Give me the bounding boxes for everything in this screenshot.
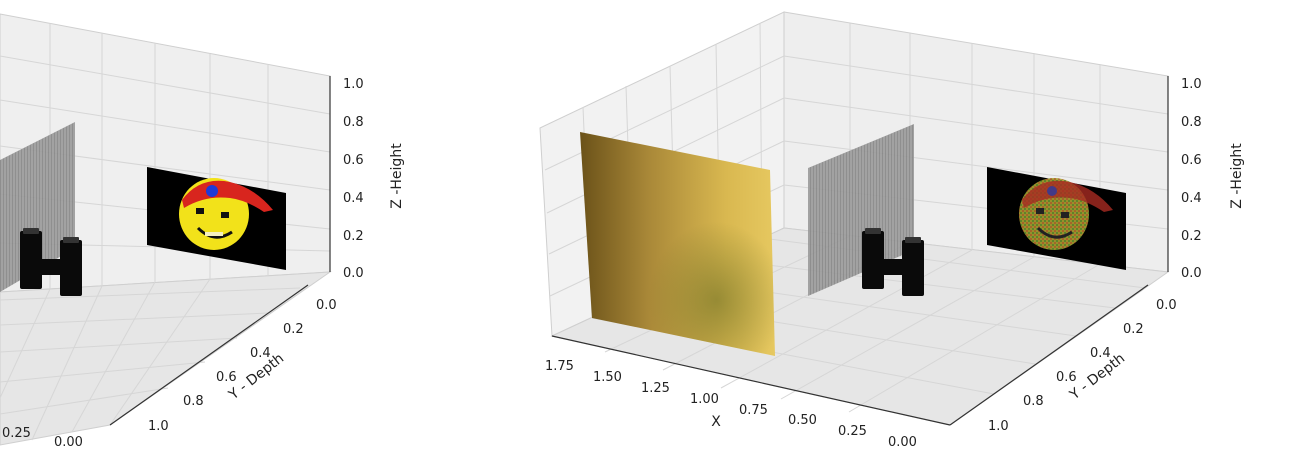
right-x-tick: 0.00 — [888, 435, 917, 450]
left-y-tick: 0.0 — [316, 298, 337, 313]
right-h-object — [862, 228, 924, 296]
left-z-tick: 0.6 — [343, 153, 364, 168]
right-x-tick: 0.75 — [739, 403, 768, 418]
right-gold-plane — [580, 132, 775, 356]
right-smiley-image — [987, 167, 1126, 270]
right-y-tick: 0.8 — [1023, 394, 1044, 409]
left-z-ticks: 0.0 0.2 0.4 0.6 0.8 1.0 — [343, 77, 364, 281]
right-y-tick: 0.2 — [1123, 322, 1144, 337]
left-z-tick: 0.2 — [343, 229, 364, 244]
right-3d-panel: 0.0 0.2 0.4 0.6 0.8 1.0 Z -Height 0.0 0.… — [539, 11, 1245, 450]
left-floor-grid — [0, 278, 301, 441]
right-z-tick: 0.4 — [1181, 191, 1202, 206]
left-x-tick: 0.00 — [54, 435, 83, 450]
left-x-tick: 0.25 — [2, 426, 31, 441]
right-x-tick: 0.50 — [788, 413, 817, 428]
right-y-tick: 0.6 — [1056, 370, 1077, 385]
right-z-ticks: 0.0 0.2 0.4 0.6 0.8 1.0 — [1181, 77, 1202, 281]
left-y-tick: 0.2 — [283, 322, 304, 337]
right-x-label: X — [711, 414, 721, 430]
left-y-axis — [109, 284, 309, 426]
right-x-tick: 1.75 — [545, 359, 574, 374]
right-z-label: Z -Height — [1229, 143, 1245, 209]
left-x-ticks: 0.25 0.00 — [2, 426, 83, 450]
left-y-ticks: 0.0 0.2 0.4 0.6 0.8 1.0 — [148, 298, 337, 434]
right-z-tick: 0.6 — [1181, 153, 1202, 168]
left-3d-panel: 0.0 0.2 0.4 0.6 0.8 1.0 Z -Height 0.0 0.… — [0, 13, 405, 450]
right-y-tick: 1.0 — [988, 419, 1009, 434]
left-y-tick: 0.4 — [250, 346, 271, 361]
left-z-tick: 0.8 — [343, 115, 364, 130]
left-y-tick: 0.8 — [183, 394, 204, 409]
left-smiley-image — [147, 167, 286, 270]
right-x-tick: 1.25 — [641, 381, 670, 396]
right-z-tick: 1.0 — [1181, 77, 1202, 92]
right-x-ticks: 1.75 1.50 1.25 1.00 0.75 0.50 0.25 0.00 — [545, 359, 917, 450]
right-x-tick: 1.00 — [690, 392, 719, 407]
right-z-tick: 0.8 — [1181, 115, 1202, 130]
right-x-tick: 0.25 — [838, 424, 867, 439]
right-y-axis — [949, 284, 1149, 426]
left-z-tick: 0.4 — [343, 191, 364, 206]
right-z-tick: 0.0 — [1181, 266, 1202, 281]
right-y-tick: 0.0 — [1156, 298, 1177, 313]
right-x-tick: 1.50 — [593, 370, 622, 385]
left-mesh-plane — [0, 122, 75, 292]
left-h-object — [20, 228, 82, 296]
right-x-axis — [551, 335, 951, 426]
right-y-tick: 0.4 — [1090, 346, 1111, 361]
right-mesh-plane — [808, 124, 914, 296]
left-z-label: Z -Height — [389, 143, 405, 209]
right-y-ticks: 0.0 0.2 0.4 0.6 0.8 1.0 — [988, 298, 1177, 434]
left-z-tick: 0.0 — [343, 266, 364, 281]
left-z-tick: 1.0 — [343, 77, 364, 92]
left-y-tick: 1.0 — [148, 419, 169, 434]
left-y-tick: 0.6 — [216, 370, 237, 385]
right-z-tick: 0.2 — [1181, 229, 1202, 244]
